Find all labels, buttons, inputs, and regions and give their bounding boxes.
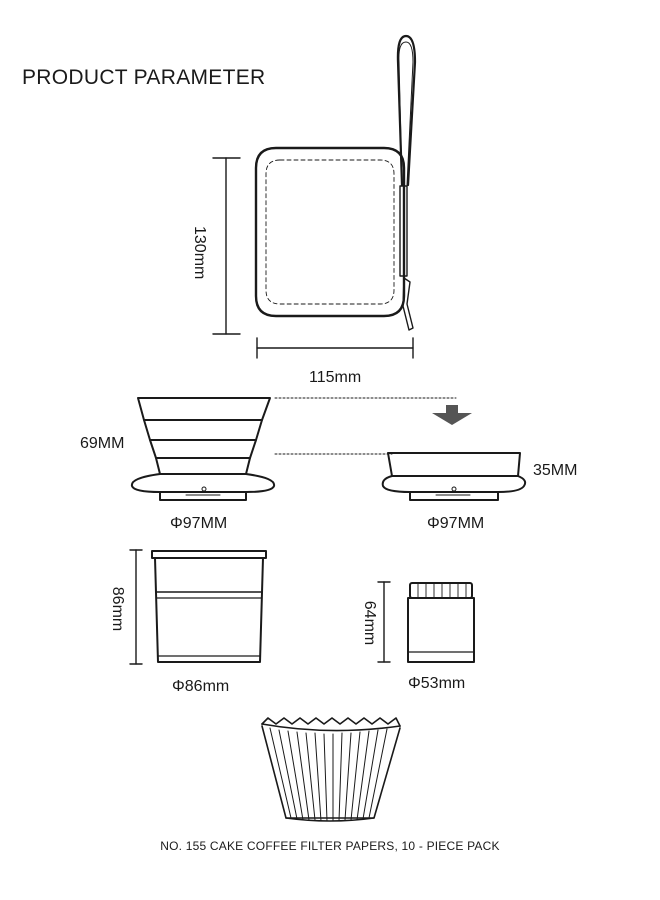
large-cup-height-label: 86mm [109, 586, 126, 632]
small-cup-illustration [407, 582, 475, 663]
filter-paper-caption: NO. 155 CAKE COFFEE FILTER PAPERS, 10 - … [160, 839, 500, 853]
fold-arrow-icon [432, 405, 472, 425]
large-cup-diameter-label: Φ86mm [172, 678, 230, 695]
dripper-height-label: 69MM [80, 435, 125, 452]
page-title: PRODUCT PARAMETER [22, 66, 266, 89]
bag-width-dimension [256, 337, 414, 359]
dripper-folded-diameter-label: Φ97MM [427, 515, 485, 532]
bag-width-label: 115mm [309, 369, 362, 386]
travel-bag-illustration [254, 34, 417, 331]
dripper-diameter-label: Φ97MM [170, 515, 228, 532]
filter-paper-illustration [261, 717, 401, 822]
dripper-folded-illustration [381, 452, 527, 501]
large-cup-height-dimension [129, 549, 143, 665]
dripper-folded-height-label: 35MM [533, 462, 578, 479]
bag-height-dimension [212, 157, 241, 335]
large-cup-illustration [151, 550, 267, 663]
small-cup-height-dimension [377, 581, 391, 663]
small-cup-height-label: 64mm [361, 600, 378, 646]
small-cup-diameter-label: Φ53mm [408, 675, 466, 692]
dripper-expanded-illustration [130, 397, 276, 501]
bag-height-label: 130mm [191, 226, 208, 280]
